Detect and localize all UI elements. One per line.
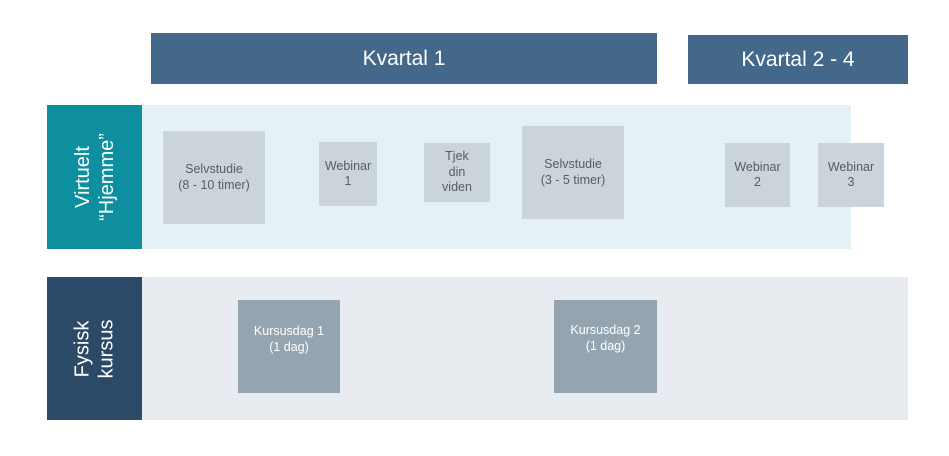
box-selvstudie-2: Selvstudie (3 - 5 timer) [522, 126, 624, 219]
box-webinar-2: Webinar 2 [725, 143, 790, 207]
box-line: 3 [847, 175, 855, 189]
virtual-row-label-line1: Virtuelt [71, 146, 94, 208]
box-webinar-1: Webinar 1 [319, 142, 377, 206]
box-line: Webinar [827, 159, 875, 174]
box-tjek-din-viden: Tjek din viden [424, 143, 490, 202]
box-line: 1 [344, 174, 352, 188]
box-kursusdag-1: Kursusdag 1 (1 dag) [238, 300, 340, 393]
physical-row-label: Fysisk kursus [47, 277, 142, 420]
box-line: Tjek [445, 149, 469, 164]
box-line: (1 dag) [585, 338, 626, 353]
box-line: (8 - 10 timer) [178, 177, 250, 192]
box-line: (1 dag) [269, 339, 309, 354]
header-kvartal-2-4: Kvartal 2 - 4 [688, 35, 908, 84]
virtual-row-label: Virtuelt “Hjemme” [47, 105, 142, 249]
box-kursusdag-2: Kursusdag 2 (1 dag) [554, 300, 657, 393]
box-webinar-3: Webinar 3 [818, 143, 884, 207]
header-kvartal-1-label: Kvartal 1 [362, 46, 446, 70]
box-line: Kursusdag 2 [570, 323, 641, 337]
box-line: Selvstudie [544, 157, 602, 171]
box-line: Kursusdag 1 [253, 324, 325, 338]
virtual-row-label-line2: “Hjemme” [95, 133, 118, 221]
box-line: din [448, 164, 466, 179]
box-line: 2 [754, 175, 761, 189]
box-selvstudie-1: Selvstudie (8 - 10 timer) [163, 131, 265, 224]
box-line: Webinar [324, 158, 372, 173]
box-line: (3 - 5 timer) [540, 172, 606, 187]
box-line: viden [442, 180, 472, 195]
physical-row-label-line1: Fysisk [71, 320, 94, 377]
header-kvartal-1: Kvartal 1 [151, 33, 657, 84]
physical-row-label-line2: kursus [95, 319, 118, 378]
box-line: Selvstudie [185, 162, 243, 176]
header-kvartal-2-4-label: Kvartal 2 - 4 [741, 47, 855, 71]
box-line: Webinar [734, 159, 781, 174]
